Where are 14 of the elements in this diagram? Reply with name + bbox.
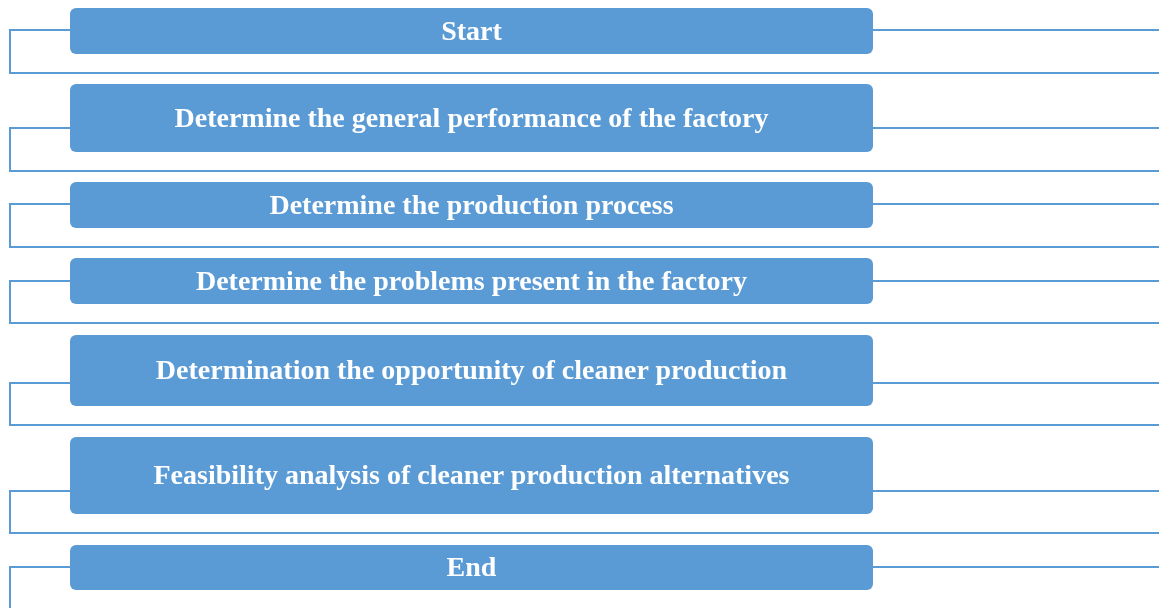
process-box bbox=[70, 258, 873, 304]
step-text: End bbox=[446, 552, 497, 583]
process-box bbox=[70, 84, 873, 152]
step-text: Determination the opportunity of cleaner production bbox=[155, 355, 788, 386]
process-box bbox=[70, 335, 873, 406]
process-box bbox=[70, 437, 873, 514]
process-box bbox=[70, 545, 873, 590]
process-box bbox=[70, 182, 873, 228]
step-text: Determine the production process bbox=[269, 189, 674, 221]
step-text: Feasibility analysis of cleaner production alternatives bbox=[153, 460, 790, 491]
process-box bbox=[70, 8, 873, 54]
step-text: Determine the general performance of the factory bbox=[174, 102, 769, 134]
step-text: Determine the problems present in the factory bbox=[195, 265, 748, 297]
step-text: Start bbox=[441, 15, 502, 47]
